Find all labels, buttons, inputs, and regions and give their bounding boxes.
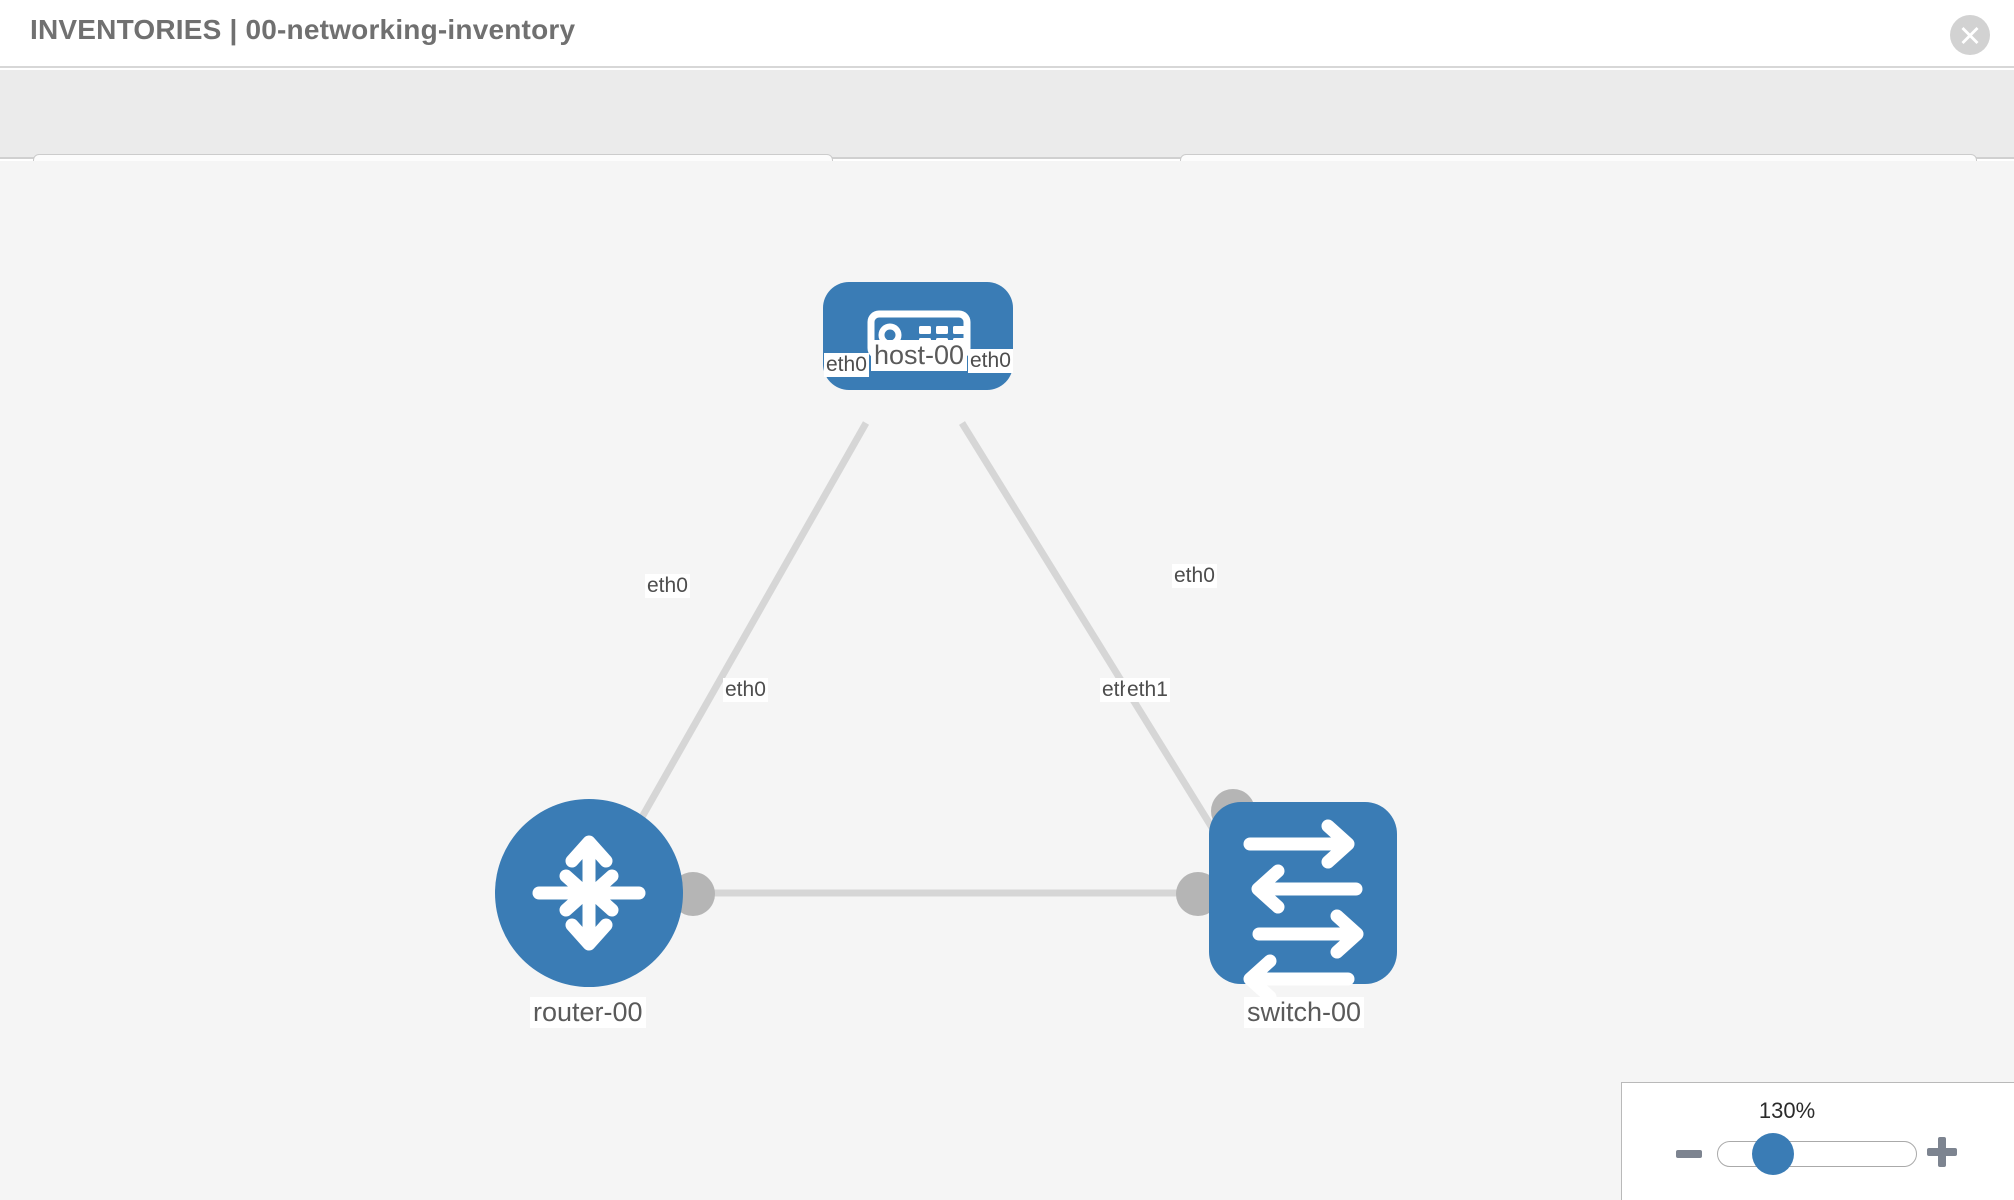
zoom-control-panel: 130% (1621, 1082, 2014, 1200)
window-titlebar: INVENTORIES | 00-networking-inventory (0, 0, 2014, 68)
node-label-router-00: router-00 (530, 997, 646, 1028)
topology-links (596, 421, 1248, 897)
topology-graph (495, 282, 1397, 1004)
node-label-switch-00: switch-00 (1244, 997, 1365, 1028)
iface-label-router00-eth0-up: eth0 (645, 574, 690, 598)
router-arrows-icon (532, 835, 646, 951)
topology-canvas[interactable]: host-00 router-00 switch-00 eth0 eth0 et… (0, 161, 2014, 1200)
node-router-00[interactable] (495, 799, 683, 987)
link-host00-switch00 (959, 421, 1248, 883)
minus-icon[interactable] (1675, 1140, 1703, 1168)
topology-toolbar: ACTIONS SEARCH (0, 70, 2014, 206)
zoom-slider-thumb[interactable] (1752, 1133, 1794, 1175)
page-title: INVENTORIES | 00-networking-inventory (30, 14, 576, 45)
node-label-host-00: host-00 (871, 340, 968, 371)
iface-label-host00-eth0-right: eth0 (968, 349, 1013, 373)
node-switch-00[interactable] (1209, 802, 1397, 1004)
link-host00-router00 (596, 421, 870, 893)
iface-label-switch00-eth0-up: eth0 (1172, 564, 1217, 588)
zoom-slider-track[interactable] (1717, 1141, 1917, 1167)
iface-label-router00-eth0: eth0 (723, 678, 768, 702)
iface-label-switch00-eth1: eth1 (1125, 678, 1170, 702)
zoom-percent-label: 130% (1758, 1098, 1816, 1123)
close-icon[interactable] (1950, 15, 1990, 55)
switch-arrows-icon (1243, 819, 1364, 1004)
iface-label-host00-eth0-left: eth0 (824, 353, 869, 377)
plus-icon[interactable] (1925, 1135, 1959, 1169)
